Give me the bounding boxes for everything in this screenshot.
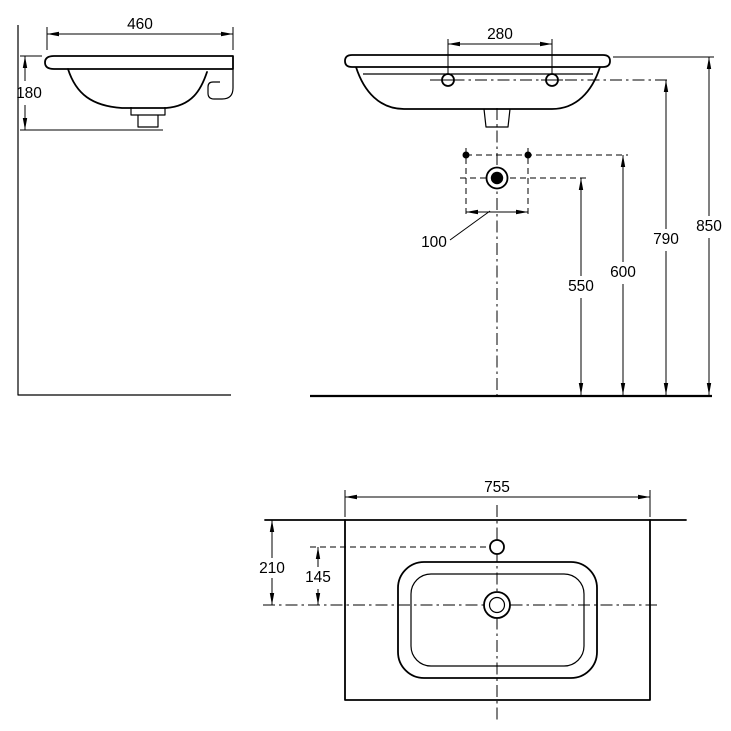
dim-side-width: 460: [127, 16, 153, 33]
fixing-point-icon: [524, 151, 532, 159]
basin-rim-profile: [44, 55, 234, 70]
dim-drain: 100: [421, 234, 447, 251]
dim-drain-height: 550: [568, 278, 594, 295]
basin-body-front: [355, 66, 601, 110]
dim-fixing-height: 600: [610, 264, 636, 281]
dim-plan-width: 755: [484, 479, 510, 496]
wall-floor-line: [17, 25, 231, 396]
drain-outlet-center-icon: [490, 171, 504, 185]
dim-tap-spacing: 280: [487, 26, 513, 43]
dim-tap-to-drain: 145: [305, 569, 331, 586]
front-view: 280 100 550 600 790 850: [310, 26, 722, 398]
drain-stub-front: [483, 108, 511, 128]
plan-view: 755 210 145: [259, 479, 687, 723]
dim-edge-to-drain: 210: [259, 560, 285, 577]
dim-side-height: 180: [16, 85, 42, 102]
vanity-top-outline: [344, 519, 651, 701]
tap-hole-icon: [489, 539, 505, 555]
basin-bowl-profile: [67, 68, 208, 109]
side-view: 460 180: [16, 16, 234, 396]
mounting-bracket-profile: [207, 69, 234, 100]
dim-rim-height: 850: [696, 218, 722, 235]
drain-inner-icon: [488, 596, 506, 614]
dim-tap-height: 790: [653, 231, 679, 248]
fixing-point-icon: [462, 151, 470, 159]
drain-outer-icon: [483, 591, 511, 619]
drain-pipe-profile: [137, 115, 159, 128]
leader-line: [449, 210, 491, 241]
basin-rim-front: [344, 54, 611, 68]
drain-flange-profile: [130, 107, 166, 116]
